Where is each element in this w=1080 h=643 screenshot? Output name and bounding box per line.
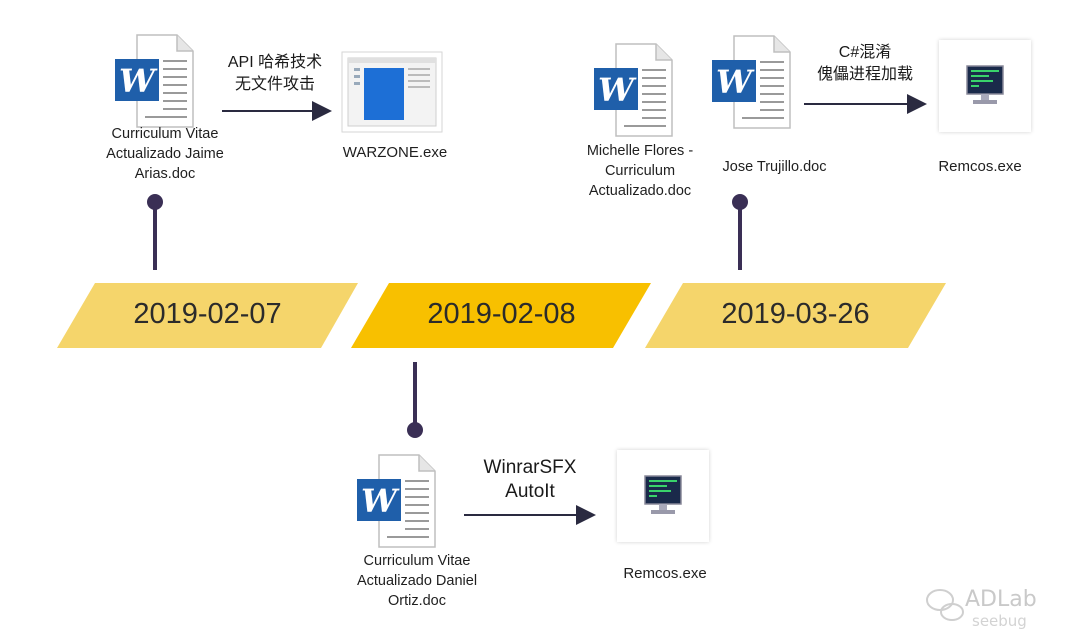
svg-text:W: W [119,62,158,100]
stem-1-dot [147,194,163,210]
watermark-sub: seebug [972,612,1027,630]
doc-filename: Michelle Flores - Curriculum Actualizado… [586,143,694,199]
doc-filename: Curriculum Vitae Actualizado Daniel Orti… [356,553,478,609]
date-label-1: 2019-02-07 [133,298,282,330]
word-document-icon: W [115,34,194,128]
exe-filename: WARZONE.exe [342,144,448,161]
app-window-icon [341,51,443,133]
date-banner-3 [645,283,946,348]
doc-filename: Curriculum Vitae Actualizado Jaime Arias… [106,126,224,182]
date-banner-2 [351,283,651,348]
exe-filename: Remcos.exe [623,565,707,582]
exe-filename: Remcos.exe [938,158,1022,175]
svg-text:W: W [361,482,400,520]
stem-3-dot [732,194,748,210]
stem-2-dot [407,422,423,438]
word-document-icon: W [712,35,791,129]
word-document-icon: W [594,43,673,137]
technique-label: API 哈希技术 无文件攻击 [227,54,323,93]
technique-label: C#混淆 傀儡进程加载 [816,44,913,83]
date-label-3: 2019-03-26 [721,298,870,330]
svg-text:W: W [716,63,755,101]
terminal-monitor-icon [939,40,1031,132]
terminal-monitor-icon [617,450,709,542]
word-document-icon: W [357,454,436,548]
watermark-brand: ADLab [965,587,1037,612]
technique-label: WinrarSFX AutoIt [483,457,577,502]
date-banner-1 [57,283,358,348]
date-label-2: 2019-02-08 [427,298,576,330]
doc-filename: Jose Trujillo.doc [722,159,827,175]
svg-text:W: W [598,71,637,109]
